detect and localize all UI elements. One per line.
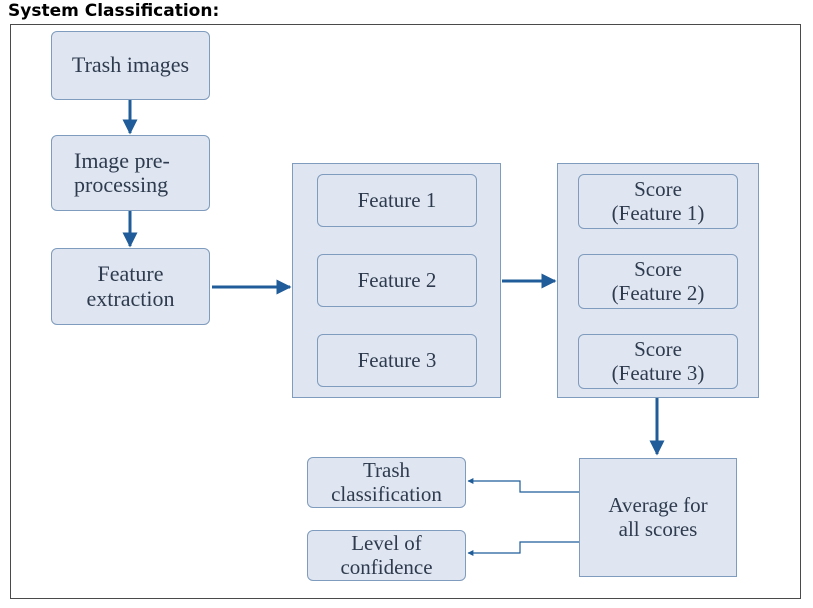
feature-extraction-node: Feature extraction [51,248,210,325]
feature-1-node: Feature 1 [317,174,477,227]
trash-classification-node: Trash classification [307,457,466,508]
score-feature-2-node: Score (Feature 2) [578,254,738,309]
feature-2-node: Feature 2 [317,254,477,307]
feature-3-node: Feature 3 [317,334,477,387]
diagram-frame [10,24,801,599]
score-feature-1-node: Score (Feature 1) [578,174,738,229]
arrow-average-to-classification [467,478,579,493]
score-feature-3-node: Score (Feature 3) [578,334,738,389]
trash-images-node: Trash images [51,31,210,100]
page-title: System Classification: [8,1,220,21]
arrow-average-to-confidence [467,541,579,556]
image-preprocessing-node: Image pre- processing [51,135,210,211]
confidence-level-node: Level of confidence [307,530,466,581]
average-scores-node: Average for all scores [579,458,737,577]
